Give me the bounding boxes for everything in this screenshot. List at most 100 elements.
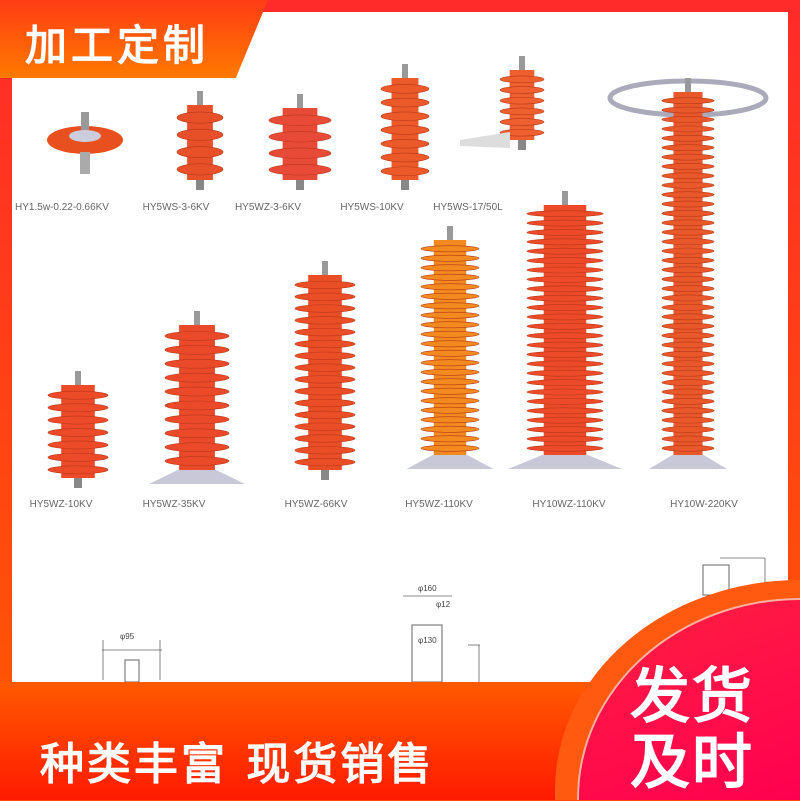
- dimension-label: φ130: [418, 636, 437, 645]
- arrester-shed: [380, 139, 430, 149]
- arrester-shed: [661, 125, 715, 133]
- terminal-bolt: [197, 91, 203, 107]
- product-label: HY10WZ-110KV: [532, 499, 606, 510]
- arrester-shed: [420, 368, 480, 376]
- arrester-shed: [420, 416, 480, 424]
- arrester-shed: [661, 398, 715, 405]
- arrester-shed: [661, 407, 715, 415]
- arrester-shed: [499, 86, 545, 94]
- arrester-shed: [526, 238, 604, 246]
- arrester-shed: [176, 163, 224, 176]
- arrester-shed: [164, 386, 230, 397]
- product-label: HY5WZ-110KV: [405, 499, 473, 510]
- badge-line2: 及时: [630, 728, 754, 798]
- arrester-shed: [164, 400, 230, 411]
- product-label: HY1.5w-0.22-0.66KV: [15, 202, 109, 213]
- arrester-shed: [499, 75, 545, 84]
- arrester-shed: [420, 359, 480, 367]
- product-label: HY5WS-3-6KV: [142, 202, 210, 213]
- arrester-shed: [164, 414, 230, 425]
- arrester-shed: [526, 445, 604, 452]
- product-label: HY5WZ-10KV: [29, 499, 93, 510]
- arrester-shed: [380, 84, 430, 94]
- arrester-shed: [47, 428, 109, 437]
- arrester-shed: [526, 257, 604, 264]
- arrester-shed: [294, 458, 356, 467]
- arrester-shed: [661, 275, 715, 283]
- arrester-shed: [526, 285, 604, 293]
- arrester-shed: [176, 146, 224, 158]
- arrester-shed: [661, 219, 715, 227]
- product-label: HY5WZ-3-6KV: [234, 202, 302, 213]
- arrester-shed: [294, 328, 356, 337]
- arrester-shed: [420, 378, 480, 386]
- arrester-shed: [661, 116, 715, 123]
- arrester-shed: [526, 426, 604, 433]
- arrester-shed: [47, 415, 109, 425]
- arrester-shed: [268, 164, 332, 176]
- arrester-shed: [164, 456, 230, 466]
- arrester-shed: [661, 210, 715, 217]
- arrester-shed: [380, 125, 430, 135]
- arrester-shed: [294, 434, 356, 443]
- arrester-shed: [526, 398, 604, 405]
- arrester-shed: [526, 229, 604, 236]
- arrester-shed: [661, 360, 715, 368]
- arrester-shed: [526, 219, 604, 227]
- arrester-shed: [499, 96, 545, 105]
- arrester-shed: [661, 351, 715, 358]
- mounting-base: [149, 470, 245, 484]
- product-label: HY5WS-10KV: [340, 202, 404, 213]
- arrester-shed: [661, 332, 715, 339]
- arrester-shed: [380, 97, 430, 108]
- arrester-shed: [380, 152, 430, 163]
- arrester-shed: [661, 444, 715, 452]
- arrester-shed: [164, 331, 230, 341]
- arrester-shed: [420, 406, 480, 414]
- product-label: HY10W-220KV: [670, 499, 738, 510]
- arrester-shed: [661, 369, 715, 377]
- arrester-shed: [661, 228, 715, 236]
- arrester-shed: [294, 422, 356, 431]
- disc-label: [69, 130, 101, 142]
- arrester-shed: [661, 341, 715, 349]
- arrester-shed: [526, 341, 604, 349]
- arrester-shed: [526, 323, 604, 330]
- custom-processing-tag: 加工定制: [0, 0, 268, 78]
- arrester-shed: [420, 397, 480, 405]
- arrester-shed: [661, 294, 715, 302]
- arrester-shed: [661, 266, 715, 274]
- badge-line1: 发货: [630, 662, 754, 732]
- arrester-shed: [268, 147, 332, 159]
- arrester-shed: [661, 416, 715, 424]
- arrester-shed: [661, 238, 715, 245]
- arrester-shed: [526, 332, 604, 339]
- mounting-stud: [80, 152, 90, 174]
- arrester-shed: [420, 254, 480, 262]
- arrester-shed: [420, 273, 480, 281]
- terminal-bolt: [447, 226, 453, 242]
- arrester-shed: [661, 313, 715, 321]
- arrester-shed: [47, 465, 109, 475]
- arrester-shed: [526, 360, 604, 368]
- arrester-shed: [420, 264, 480, 272]
- mounting-stud: [401, 180, 409, 190]
- arrester-shed: [420, 425, 480, 433]
- mounting-stud: [196, 180, 204, 190]
- mounting-base: [406, 455, 494, 469]
- arrester-shed: [164, 372, 230, 383]
- arrester-shed: [420, 330, 480, 338]
- arrester-shed: [526, 369, 604, 377]
- bracket: [460, 132, 510, 148]
- arrester-shed: [420, 349, 480, 357]
- terminal-bolt: [322, 261, 328, 277]
- mounting-stud: [518, 140, 526, 150]
- terminal-bolt: [75, 371, 81, 387]
- arrester-shed: [294, 339, 356, 349]
- arrester-shed: [164, 359, 230, 369]
- arrester-shed: [294, 292, 356, 301]
- arrester-shed: [661, 322, 715, 330]
- arrester-shed: [294, 280, 356, 289]
- arrester-shed: [526, 351, 604, 358]
